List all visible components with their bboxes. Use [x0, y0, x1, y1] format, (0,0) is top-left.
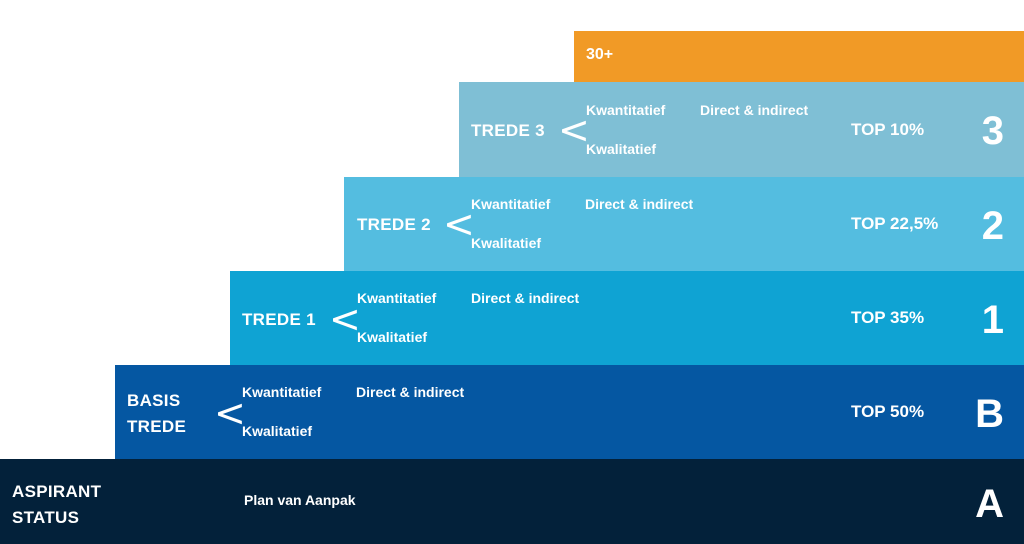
step-letter: 3: [981, 109, 1004, 153]
step-trede-1: TREDE 1 < Kwantitatief Direct & indirect…: [230, 271, 1024, 365]
step-title-line2: STATUS: [12, 508, 80, 527]
step-title-line1: ASPIRANT: [12, 482, 102, 501]
chevron-icon: <: [558, 108, 590, 152]
direct-indirect-label: Direct & indirect: [585, 196, 694, 212]
direct-indirect-label: Direct & indirect: [471, 290, 580, 306]
kwantitatief-label: Kwantitatief: [471, 196, 551, 212]
kwantitatief-label: Kwantitatief: [357, 290, 437, 306]
kwantitatief-label: Kwantitatief: [242, 384, 322, 400]
kwalitatief-label: Kwalitatief: [357, 329, 428, 345]
step-letter: B: [975, 392, 1004, 436]
step-title: TREDE 1: [242, 310, 316, 329]
kwalitatief-label: Kwalitatief: [471, 235, 542, 251]
step-letter: A: [975, 482, 1004, 526]
step-letter: 1: [981, 298, 1004, 342]
step-trede-2: TREDE 2 < Kwantitatief Direct & indirect…: [344, 177, 1024, 271]
kwalitatief-label: Kwalitatief: [586, 141, 657, 157]
plan-van-aanpak-label: Plan van Aanpak: [244, 492, 356, 508]
step-title-line2: TREDE: [127, 417, 187, 436]
direct-indirect-label: Direct & indirect: [356, 384, 465, 400]
chevron-icon: <: [443, 202, 475, 246]
kwantitatief-label: Kwantitatief: [586, 102, 666, 118]
top-percentage: TOP 50%: [851, 402, 925, 421]
header-bar-30plus: 30+: [574, 31, 1024, 82]
step-title: TREDE 2: [357, 215, 431, 234]
header-label: 30+: [586, 46, 614, 63]
direct-indirect-label: Direct & indirect: [700, 102, 809, 118]
step-letter: 2: [981, 204, 1004, 248]
step-trede-3: TREDE 3 < Kwantitatief Direct & indirect…: [459, 82, 1024, 177]
step-title: TREDE 3: [471, 121, 545, 140]
top-percentage: TOP 22,5%: [851, 214, 939, 233]
chevron-icon: <: [329, 297, 361, 341]
step-aspirant-status: ASPIRANT STATUS Plan van Aanpak A: [0, 459, 1024, 544]
top-percentage: TOP 35%: [851, 308, 925, 327]
top-percentage: TOP 10%: [851, 120, 925, 139]
step-basis-trede: BASIS TREDE < Kwantitatief Direct & indi…: [115, 365, 1024, 459]
chevron-icon: <: [214, 391, 246, 435]
step-title-line1: BASIS: [127, 391, 181, 410]
kwalitatief-label: Kwalitatief: [242, 423, 313, 439]
